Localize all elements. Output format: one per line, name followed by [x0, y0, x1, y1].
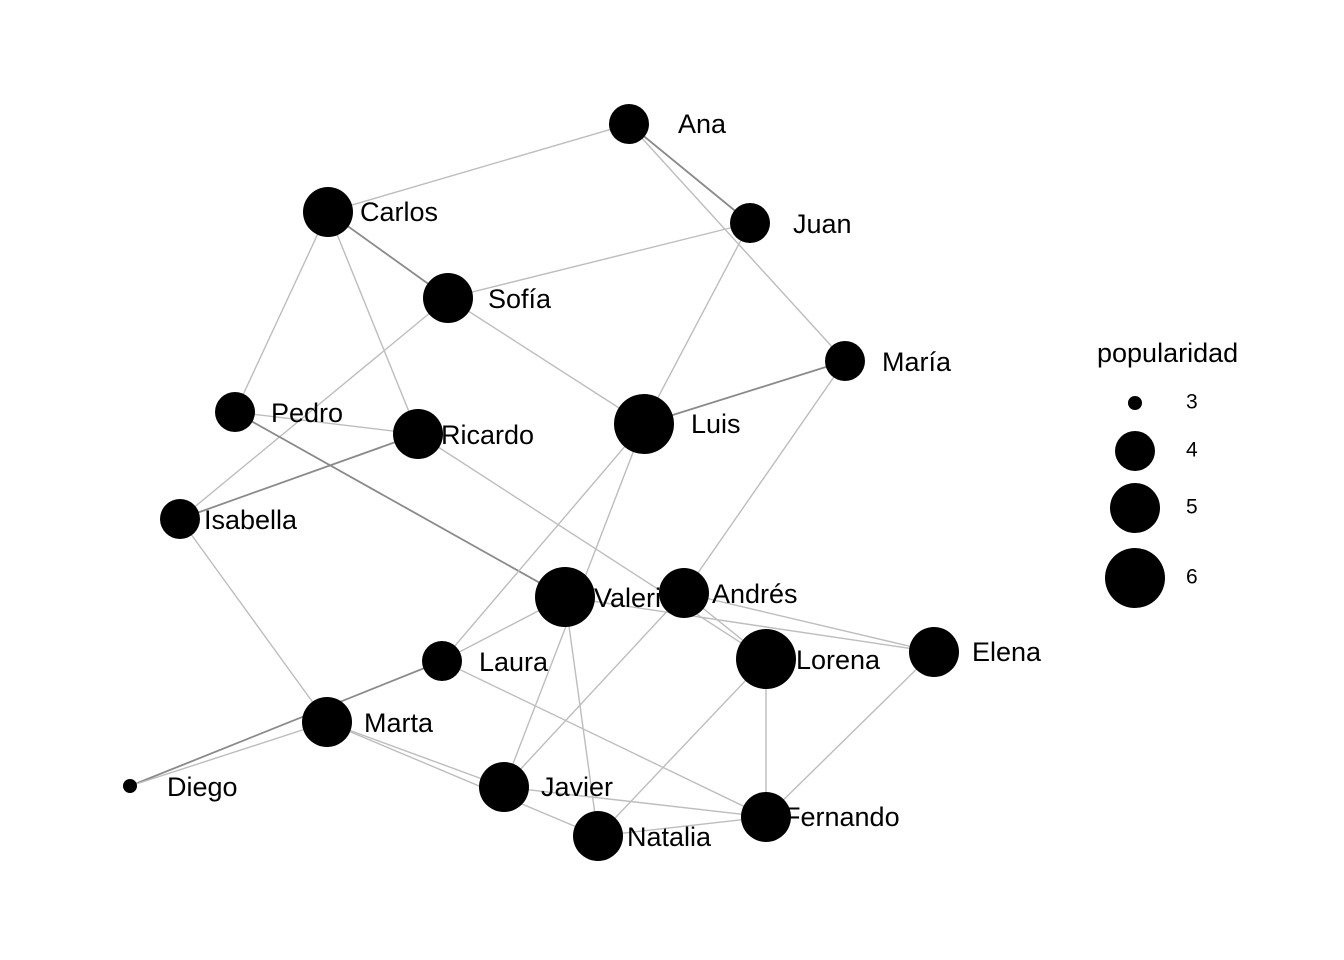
edge-maria-andres	[683, 360, 846, 594]
edge-carlos-ana	[327, 123, 630, 213]
node-javier	[479, 762, 529, 812]
edge-marta-javier	[326, 721, 505, 788]
node-elena	[909, 627, 959, 677]
edge-carlos-pedro	[234, 211, 329, 413]
edge-valeria-natalia	[564, 596, 599, 837]
node-juan	[730, 203, 770, 243]
node-label-luis: Luis	[691, 409, 741, 439]
legend-key-6	[1105, 548, 1165, 608]
edge-laura-fernando	[441, 660, 767, 818]
legend-title: popularidad	[1097, 338, 1238, 368]
node-marta	[302, 697, 352, 747]
node-fernando	[741, 792, 791, 842]
edge-andres-javier	[503, 592, 685, 788]
legend-key-5	[1110, 483, 1160, 533]
legend-key-4	[1115, 431, 1155, 471]
node-andres	[659, 568, 709, 618]
node-label-natalia: Natalia	[627, 822, 712, 852]
node-carlos	[303, 187, 353, 237]
node-lorena	[736, 629, 796, 689]
edge-pedro-ricardo	[234, 411, 419, 435]
node-label-elena: Elena	[972, 637, 1042, 667]
edge-marta-diego	[129, 721, 328, 787]
edge-elena-fernando	[765, 651, 935, 818]
edge-isabella-marta	[179, 518, 328, 723]
node-sofia	[423, 273, 473, 323]
node-pedro	[215, 392, 255, 432]
node-label-valeria: Valeria	[594, 583, 677, 613]
edge-ana-maria	[628, 123, 846, 362]
node-label-maria: María	[882, 347, 952, 377]
edge-sofia-juan	[447, 222, 751, 299]
edge-carlos-ricardo	[327, 211, 419, 435]
legend-key-3	[1128, 396, 1142, 410]
node-label-fernando: Fernando	[784, 802, 900, 832]
edge-andres-elena	[683, 592, 935, 653]
node-laura	[422, 641, 462, 681]
edge-javier-fernando	[503, 786, 767, 818]
edge-valeria-elena	[564, 596, 935, 653]
nodes-layer	[123, 104, 959, 861]
node-valeria	[535, 567, 595, 627]
node-ricardo	[393, 409, 443, 459]
edge-marta-natalia	[326, 721, 599, 837]
node-label-isabella: Isabella	[204, 505, 298, 535]
edge-luis-laura	[441, 423, 645, 662]
edge-sofia-luis	[447, 297, 645, 425]
edge-natalia-fernando	[597, 816, 767, 837]
edge-luis-maria	[643, 360, 846, 425]
edge-juan-luis	[643, 222, 751, 425]
node-label-diego: Diego	[167, 772, 238, 802]
node-label-marta: Marta	[364, 708, 434, 738]
edge-lorena-natalia	[597, 658, 767, 837]
node-label-carlos: Carlos	[360, 197, 438, 227]
node-natalia	[573, 811, 623, 861]
legend-label-3: 3	[1186, 391, 1198, 414]
edge-pedro-valeria	[234, 411, 566, 598]
legend-label-6: 6	[1186, 566, 1198, 589]
node-label-pedro: Pedro	[271, 398, 343, 428]
edge-sofia-isabella	[179, 297, 449, 520]
edge-ricardo-lorena	[417, 433, 767, 660]
legend-label-5: 5	[1186, 496, 1198, 519]
node-label-laura: Laura	[479, 647, 549, 677]
node-ana	[609, 104, 649, 144]
node-label-juan: Juan	[793, 209, 852, 239]
node-diego	[123, 779, 137, 793]
legend-label-4: 4	[1186, 439, 1198, 462]
node-maria	[825, 341, 865, 381]
node-label-ana: Ana	[678, 109, 727, 139]
node-luis	[614, 394, 674, 454]
node-label-sofia: Sofía	[488, 284, 552, 314]
node-label-lorena: Lorena	[796, 645, 881, 675]
edge-laura-diego	[129, 660, 443, 787]
edge-isabella-ricardo	[179, 433, 419, 520]
node-label-andres: Andrés	[712, 579, 798, 609]
legend: popularidad 3 4 5 6	[1097, 338, 1238, 608]
edge-ana-juan	[628, 123, 751, 224]
node-label-ricardo: Ricardo	[441, 420, 534, 450]
node-isabella	[160, 499, 200, 539]
node-label-javier: Javier	[541, 772, 613, 802]
